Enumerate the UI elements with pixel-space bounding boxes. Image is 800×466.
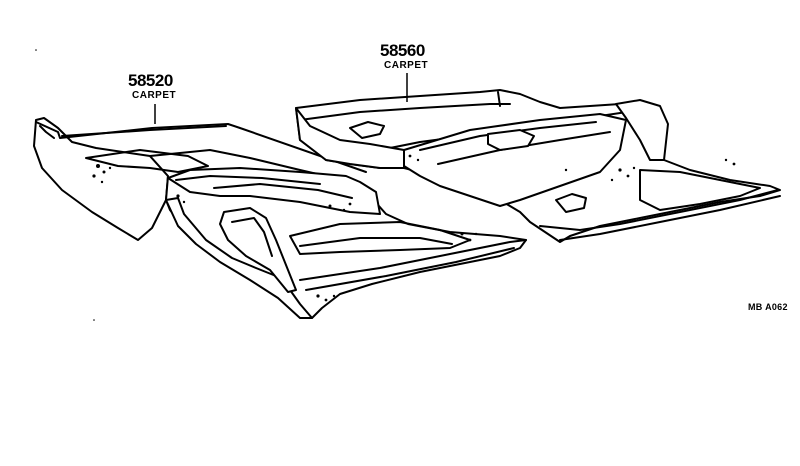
rear-carpet-anchor-right bbox=[555, 193, 587, 213]
part-name-label: CARPET bbox=[384, 60, 429, 71]
rear-carpet-anchor-left bbox=[349, 121, 385, 139]
rear-carpet-58560 bbox=[295, 89, 781, 243]
front-carpet-left-recess bbox=[85, 149, 209, 173]
part-number-label: 58560 bbox=[380, 41, 425, 60]
front-carpet-58520 bbox=[33, 117, 527, 319]
front-carpet-right-footwell bbox=[165, 197, 313, 319]
front-carpet-front-lip bbox=[299, 239, 527, 281]
rear-carpet-tunnel bbox=[403, 113, 627, 207]
part-number-label: 58520 bbox=[128, 71, 173, 90]
front-carpet-rear-lip bbox=[35, 121, 367, 173]
rear-carpet-front-lip bbox=[539, 189, 779, 231]
rear-carpet-right-panel bbox=[615, 99, 669, 161]
part-name-label: CARPET bbox=[132, 90, 177, 101]
front-carpet-right-recess bbox=[289, 221, 471, 255]
front-carpet-left-wall bbox=[33, 117, 169, 241]
carpet-texture-speckles bbox=[35, 49, 736, 321]
front-carpet-tunnel bbox=[167, 167, 381, 215]
front-carpet-kick-panel bbox=[219, 207, 297, 293]
rear-carpet-right-pan bbox=[639, 169, 761, 211]
rear-carpet-left-side bbox=[295, 107, 405, 169]
rear-carpet-tunnel-boss bbox=[487, 129, 535, 151]
diagram-reference-code: MB A062 bbox=[748, 302, 788, 312]
